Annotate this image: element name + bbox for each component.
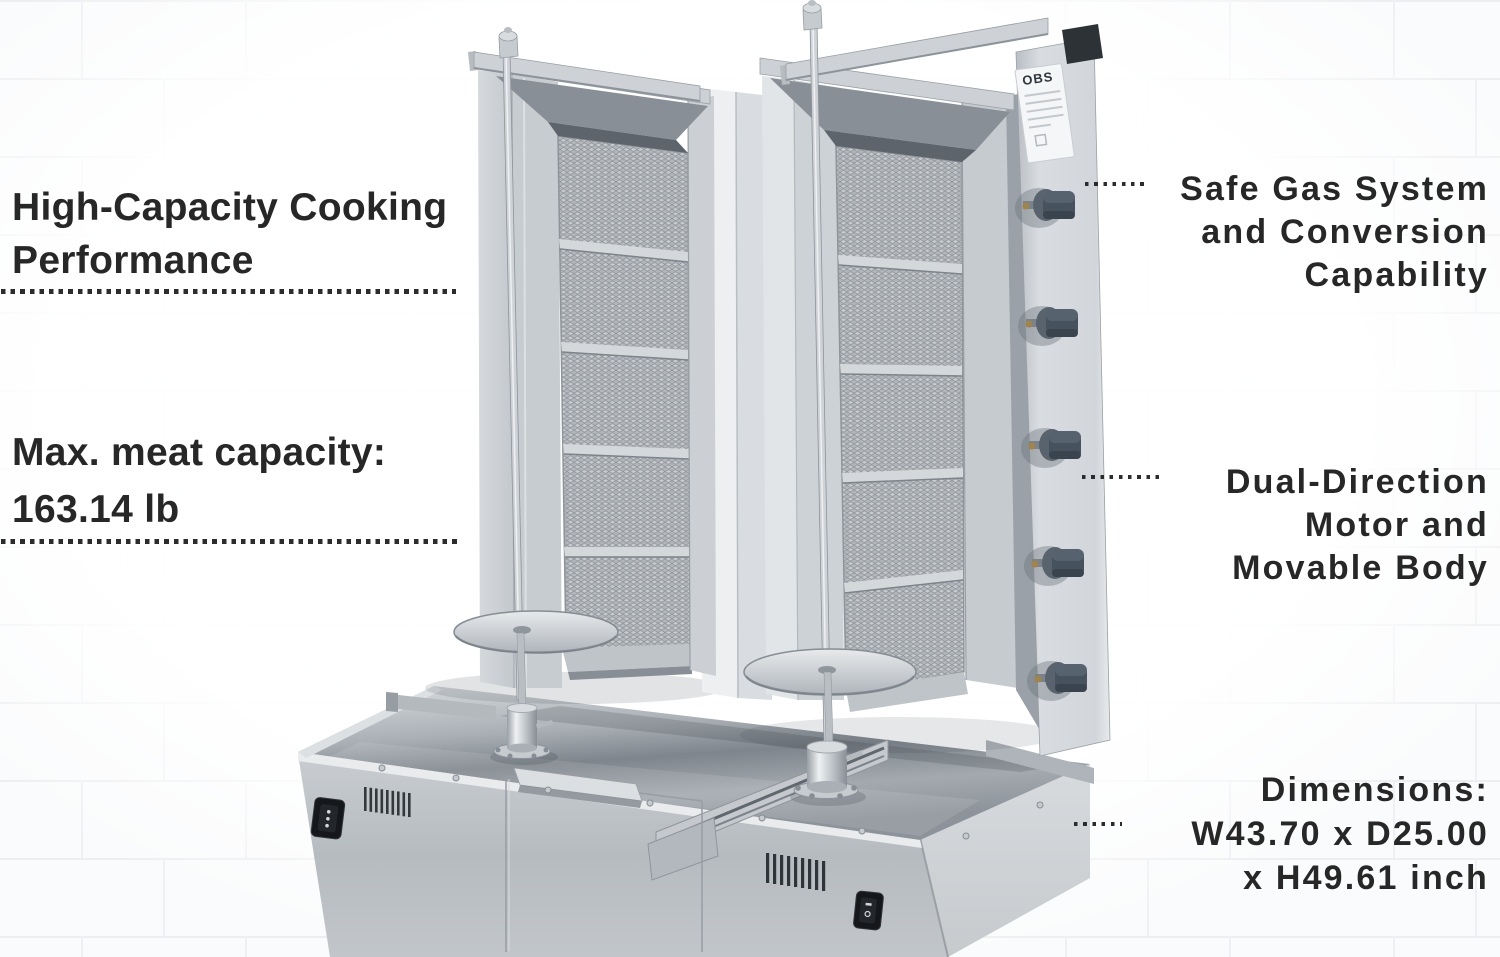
broiler-tower-right [759, 57, 1048, 744]
annotation-line: W43.70 x D25.00 [1191, 815, 1489, 853]
gas-knob [1015, 188, 1075, 228]
gas-knob [1024, 546, 1084, 586]
annotation-line: Motor and [1304, 506, 1489, 544]
control-column: OBS [1014, 24, 1111, 757]
skewer-disc-left [453, 610, 619, 654]
leader-line [1074, 822, 1122, 826]
annotation-line: Performance [12, 239, 254, 282]
vent-grille-right [766, 853, 826, 891]
annotation-line: Movable Body [1232, 549, 1489, 587]
power-switch-right [853, 890, 884, 931]
annotation-line: and Conversion [1201, 213, 1489, 251]
right-mount-rail [986, 740, 1094, 784]
leader-line [1, 539, 460, 544]
left-mount-rail [390, 694, 496, 720]
annotation-dimensions: Dimensions: W43.70 x D25.00 x H49.61 inc… [1191, 768, 1489, 900]
annotation-safe-gas: Safe Gas System and Conversion Capabilit… [1180, 168, 1489, 297]
column-top-cap [1062, 24, 1103, 64]
skewer-rod-right [802, 0, 832, 744]
power-switch-left [310, 797, 346, 840]
gas-knob [1018, 306, 1078, 346]
skewer-support-arm-left [468, 51, 701, 102]
annotation-line: Safe Gas System [1180, 170, 1489, 208]
leader-line [1085, 182, 1147, 186]
annotation-line: Capability [1304, 256, 1489, 294]
annotation-line: 163.14 lb [12, 488, 180, 531]
spit-motor-left [490, 703, 558, 765]
annotation-line: Dual-Direction [1225, 463, 1489, 501]
annotation-line: Dimensions: [1260, 771, 1489, 809]
skewer-support-arm-right [780, 17, 1049, 85]
vent-grille-left [364, 787, 411, 817]
annotation-line: Max. meat capacity: [12, 431, 387, 474]
brand-label-text: OBS [1021, 69, 1054, 88]
spit-motor-right [790, 740, 866, 806]
broiler-tower-left [478, 55, 716, 689]
leader-line [1082, 475, 1161, 479]
annotation-line: High-Capacity Cooking [12, 186, 448, 229]
leader-line [1, 289, 456, 294]
annotation-line: x H49.61 inch [1243, 859, 1489, 897]
annotation-meat-capacity: Max. meat capacity: 163.14 lb [12, 424, 386, 538]
hood-left [496, 76, 708, 140]
annotation-dual-direction: Dual-Direction Motor and Movable Body [1226, 461, 1489, 590]
hood-right [770, 78, 1010, 150]
burner-mesh-left [557, 135, 691, 651]
brand-label-sticker: OBS [1014, 63, 1075, 164]
annotation-high-capacity: High-Capacity Cooking Performance [12, 181, 447, 287]
gas-knob [1027, 661, 1087, 701]
gas-knob [1021, 428, 1081, 468]
burner-dividers-left [559, 239, 690, 558]
panel-screws [378, 764, 1044, 840]
burner-mesh-right [835, 145, 965, 693]
burner-dividers-right [838, 255, 964, 594]
